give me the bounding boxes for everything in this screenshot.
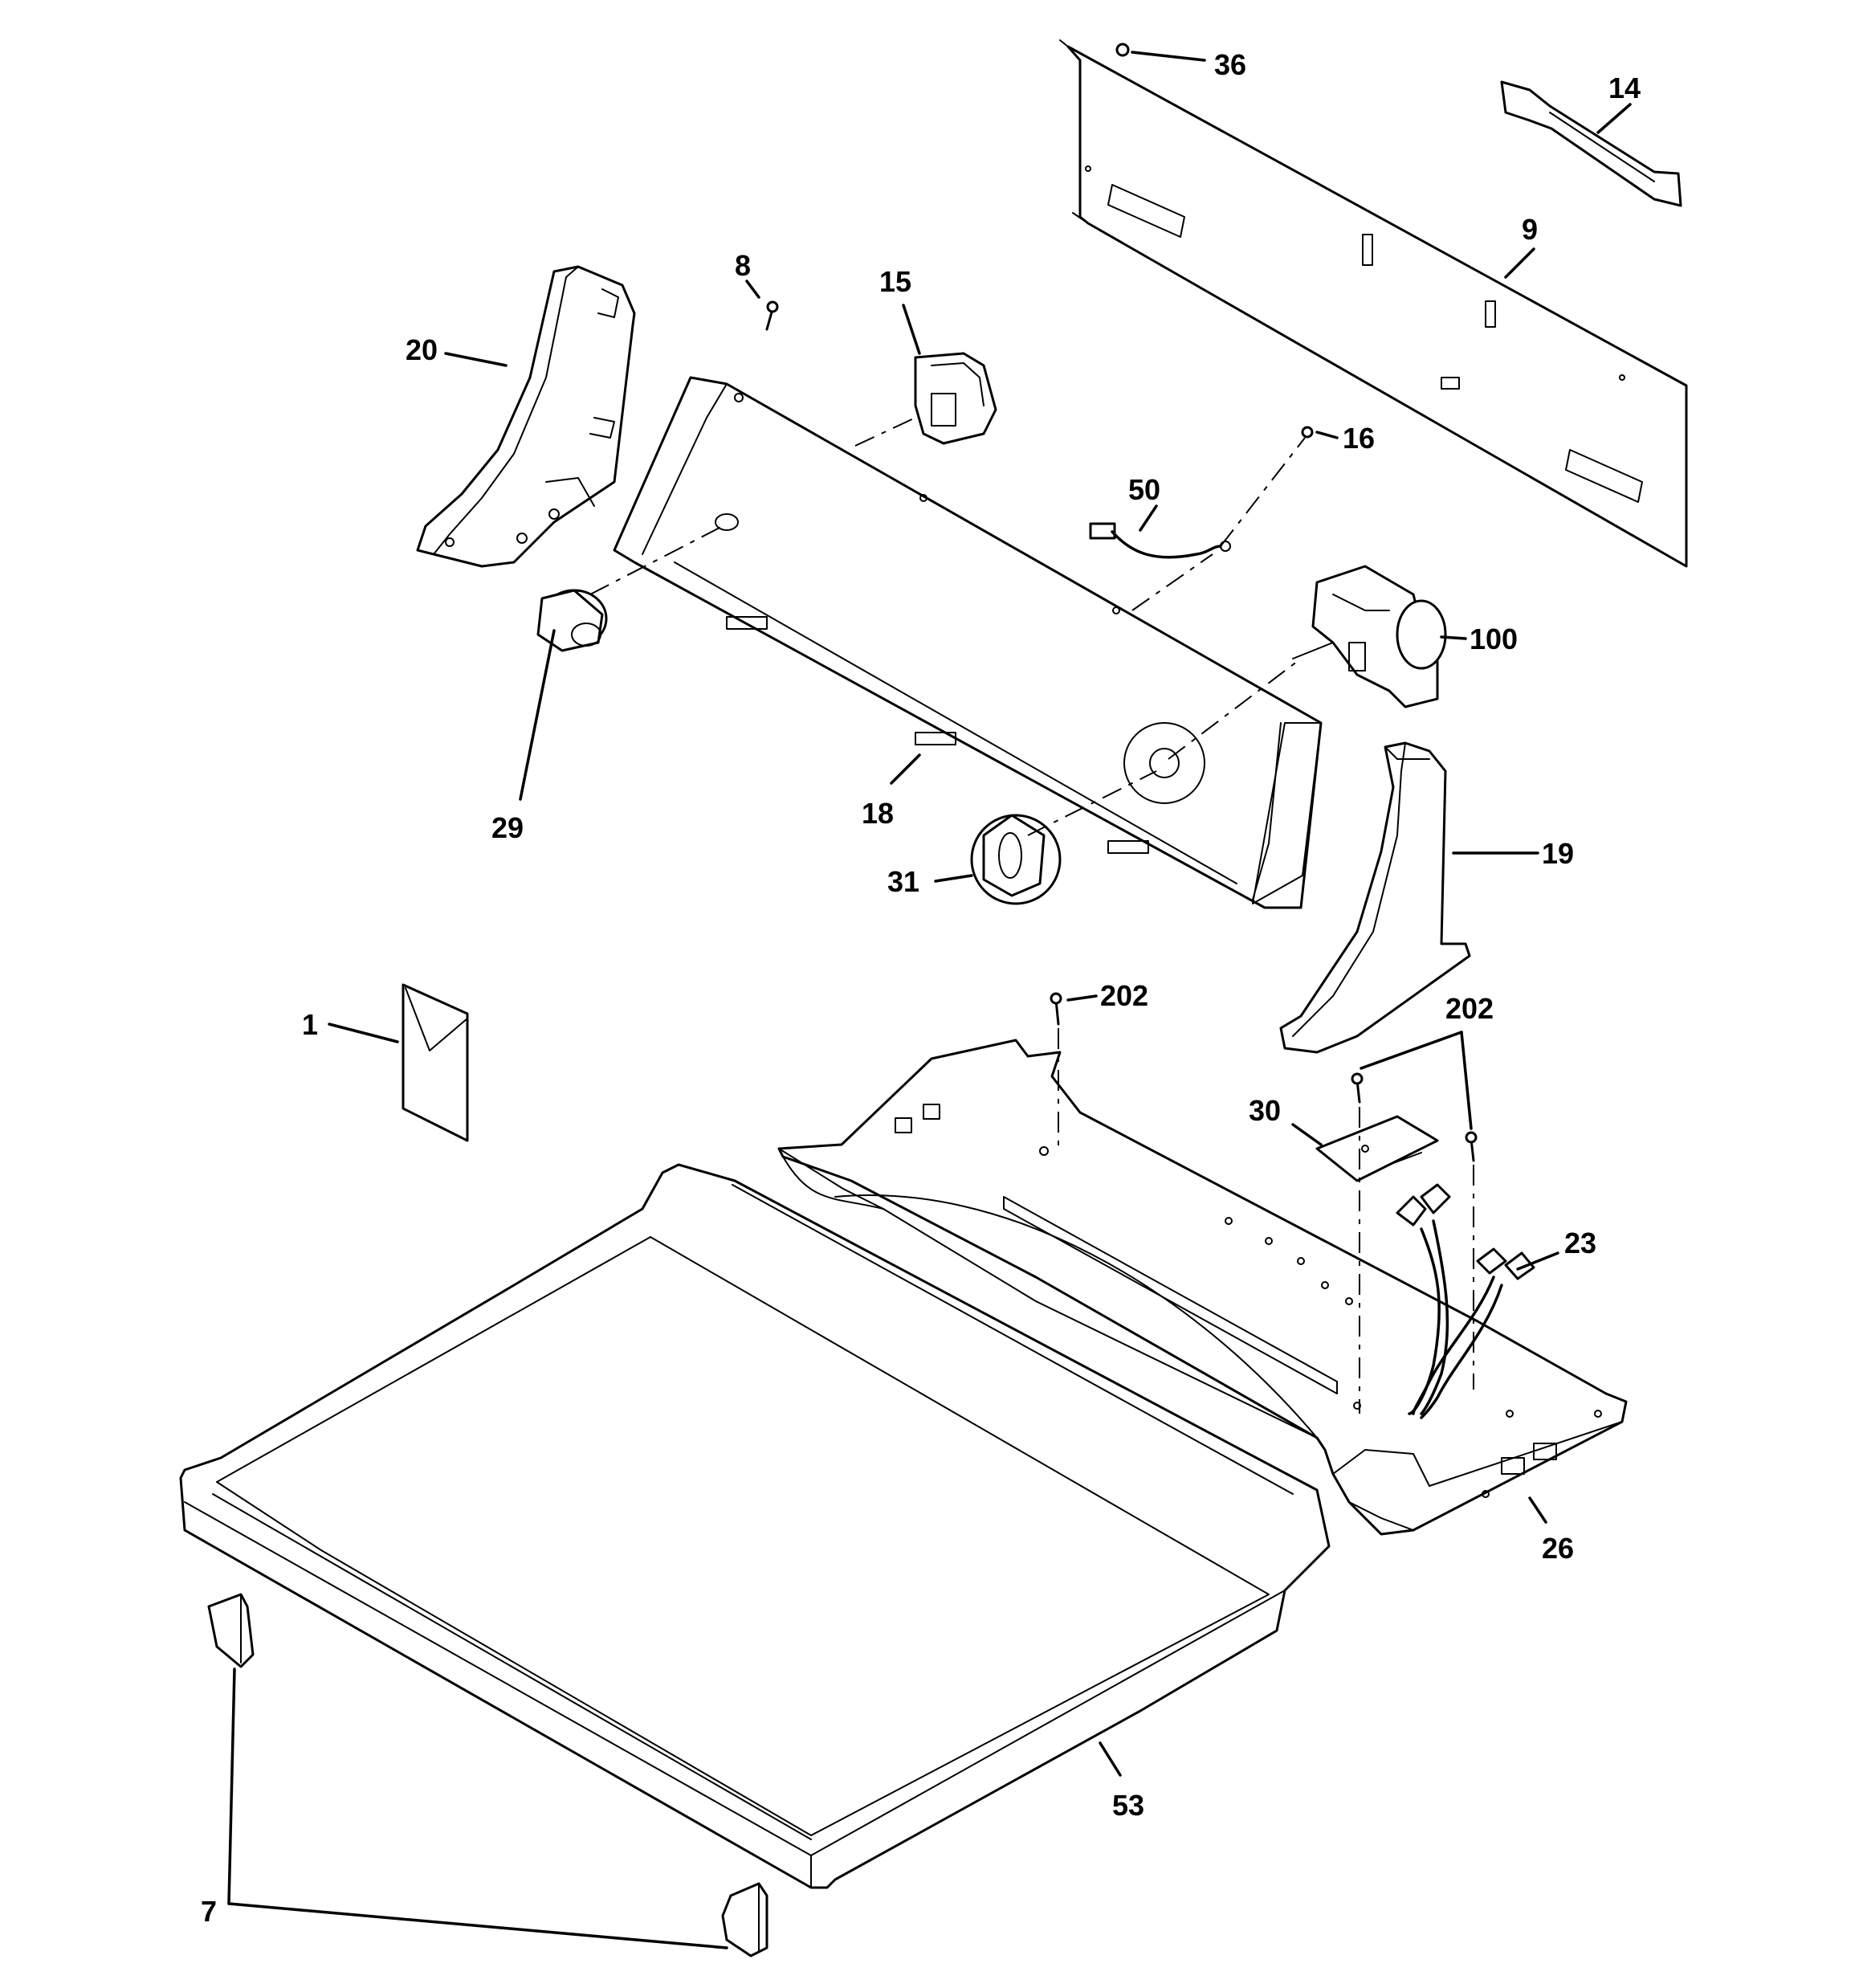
control-console: [613, 376, 1323, 909]
screw-part-36: [1115, 43, 1130, 57]
wire-part-50: [1089, 522, 1231, 559]
label-31: 31: [887, 865, 919, 898]
wire-harness-part-23: [1396, 1183, 1535, 1419]
label-26: 26: [1542, 1532, 1574, 1565]
manual-part-1: [402, 983, 469, 1142]
label-50: 50: [1128, 473, 1160, 506]
left-end-cap-part-20: [416, 265, 636, 568]
label-9: 9: [1522, 213, 1538, 246]
label-8: 8: [735, 249, 751, 282]
screws-part-202: [1050, 992, 1478, 1162]
label-30: 30: [1249, 1094, 1281, 1127]
label-15: 15: [879, 265, 911, 298]
knob-part-29: [536, 589, 608, 652]
label-18: 18: [862, 797, 894, 830]
plate-part-30: [1315, 1115, 1439, 1182]
clips-part-7: [207, 1593, 768, 1957]
label-53: 53: [1112, 1789, 1144, 1822]
label-36: 36: [1214, 48, 1246, 81]
screw-part-8: [765, 300, 779, 331]
label-23: 23: [1564, 1227, 1596, 1259]
right-end-cap-part-19: [1279, 741, 1471, 1054]
label-202-left: 202: [1100, 979, 1148, 1012]
top-cover-part-53: [179, 1163, 1331, 1889]
screw-part-16: [1301, 426, 1314, 439]
leader-lines: [227, 51, 1632, 1949]
label-100: 100: [1470, 623, 1518, 655]
rear-panel-part-9: [1059, 39, 1688, 568]
label-19: 19: [1542, 837, 1574, 870]
label-7: 7: [201, 1895, 217, 1928]
timer-part-100: [1292, 565, 1447, 708]
bracket-part-14: [1500, 80, 1682, 207]
knob-part-31: [970, 814, 1062, 905]
assembly-lines: [589, 417, 1474, 1414]
switch-part-15: [914, 352, 997, 445]
label-1: 1: [302, 1008, 318, 1041]
label-29: 29: [491, 811, 524, 844]
label-20: 20: [406, 333, 438, 366]
label-16: 16: [1343, 422, 1375, 455]
label-14: 14: [1608, 71, 1641, 104]
label-202-right: 202: [1445, 992, 1494, 1025]
part-labels: 36 14 9 8 15 20 16 50 100 29 18 31 19 1 …: [201, 48, 1641, 1928]
